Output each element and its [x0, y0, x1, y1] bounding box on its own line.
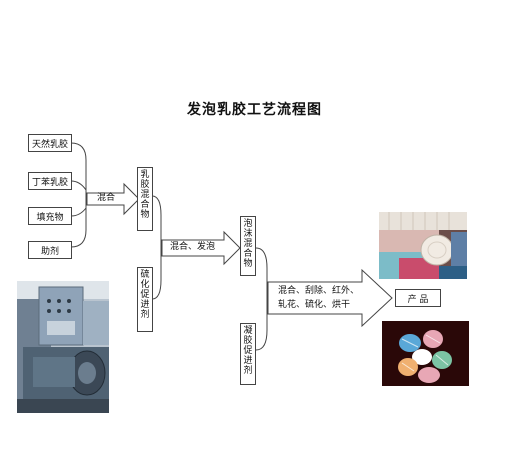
- latex-mixture-box: 乳胶混合物: [137, 167, 153, 231]
- arrow-process: [267, 268, 393, 328]
- input-sbr-latex: 丁苯乳胶: [28, 172, 72, 190]
- label-mix-foam: 混合、发泡: [170, 242, 216, 252]
- arrow-mix: [86, 182, 140, 216]
- input-filler: 填充物: [28, 207, 72, 225]
- vulcanizer-box: 硫化促进剂: [137, 267, 153, 332]
- label-process-1: 混合、刮除、红外、: [278, 286, 360, 296]
- label-process-2: 轧花、硫化、烘干: [278, 300, 351, 310]
- machine-photo: [17, 281, 109, 413]
- label-mix: 混合: [97, 193, 116, 203]
- gel-agent-box: 凝胶促进剂: [240, 323, 256, 385]
- foam-rolls-photo: [379, 212, 467, 279]
- product-box: 产 品: [395, 289, 441, 307]
- input-additive: 助剂: [28, 241, 72, 259]
- arrow-mix-foam: [161, 230, 241, 266]
- foam-mixture-box: 泡沫混合物: [240, 216, 256, 276]
- input-natural-latex: 天然乳胶: [28, 134, 72, 152]
- diagram-title: 发泡乳胶工艺流程图: [187, 102, 322, 118]
- foam-pieces-photo: [382, 321, 469, 386]
